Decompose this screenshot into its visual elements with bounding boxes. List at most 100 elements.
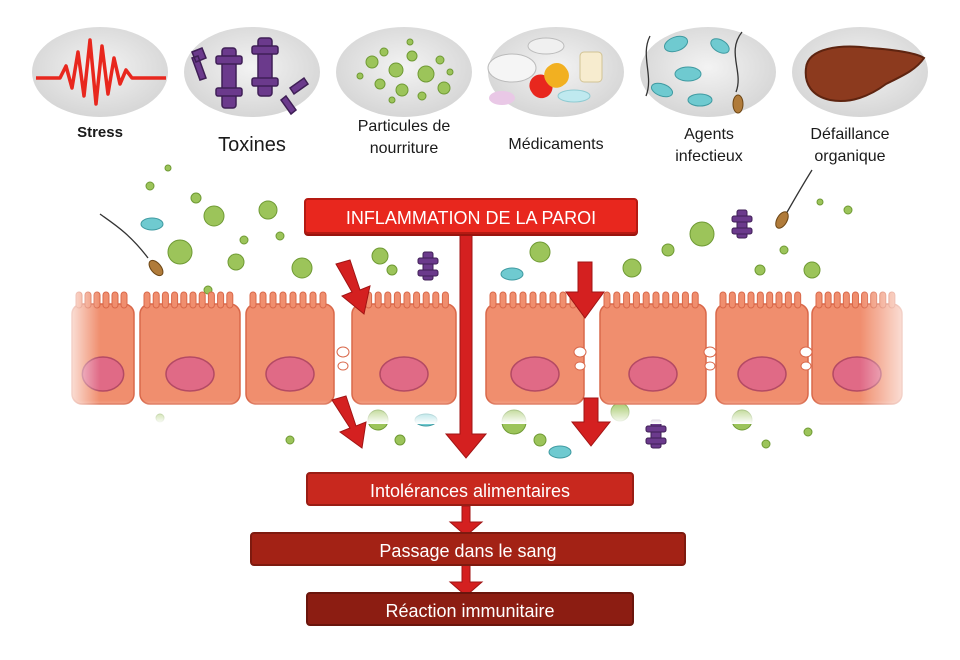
food-particle [285,435,295,445]
cell-nucleus [510,356,560,392]
epithelial-cell [351,291,457,405]
food-particle [291,257,313,279]
food-particle [533,433,547,447]
food-particle [227,253,245,271]
cause-infectieux [640,27,776,117]
food-particle [843,205,853,215]
label-line: Agents [684,126,734,143]
stress-wave-icon [36,38,166,106]
food-particle [386,264,398,276]
step-reaction-immunitaire: Réaction immunitaire [306,592,634,626]
cause-food [336,27,472,117]
cause-stress [32,27,168,117]
arrow-down-right-top [565,261,605,319]
toxin-molecule-icon [191,37,310,116]
label-line: Défaillance [810,126,890,143]
pills-icon [487,37,603,105]
step-label: Passage dans le sang [379,541,557,561]
food-particle [164,164,172,172]
food-particle [239,235,249,245]
step-label: Intolérances alimentaires [369,481,571,501]
food-particle [661,243,675,257]
toxin-particle [731,209,753,239]
bacterium [140,217,164,231]
label-line: Toxines [218,134,286,156]
food-particle [258,200,278,220]
cause-defaillance [792,27,928,117]
food-particle [275,231,285,241]
cause-label-toxines: Toxines [192,134,312,156]
inflammation-box: INFLAMMATION DE LA PAROI [304,198,638,234]
cell-nucleus [737,356,787,392]
food-particle [761,439,771,449]
parasite-tail [99,213,149,259]
food-particle [754,264,766,276]
cell-nucleus [379,356,429,392]
label-line: Particules de [357,118,451,135]
cause-medicaments [487,27,624,117]
step-passage-sang: Passage dans le sang [250,532,686,566]
food-particle [529,241,551,263]
tight-junction-gap [573,346,587,358]
label-line: nourriture [369,140,439,157]
tight-junction-gap [574,361,586,371]
food-particle [779,245,789,255]
food-particle [371,247,389,265]
epithelial-cell [485,291,585,405]
cell-nucleus [165,356,215,392]
tight-junction-gap [703,346,717,358]
fade-bottom [60,400,920,424]
food-particles-icon [356,38,454,104]
food-particle [803,261,821,279]
arrow-step1-to-step2 [448,505,484,537]
cause-label-stress: Stress [50,122,150,144]
label-line: infectieux [675,148,743,165]
cell-nucleus [628,356,678,392]
icon-backdrop [336,27,472,117]
tight-junction-gap [337,361,349,371]
parasite-tail [785,169,813,215]
cause-label-defaillance: Défaillance organique [790,124,910,168]
cause-toxines [184,27,320,117]
arrow-down-left-top [335,259,371,315]
arrow-center-main [444,227,488,459]
food-particle [145,181,155,191]
step-intolerances: Intolérances alimentaires [306,472,634,506]
tight-junction-gap [799,346,813,358]
cause-label-food: Particules de nourriture [334,116,474,160]
epithelial-cell [139,291,241,405]
epithelial-cell [245,291,335,405]
bacterium [548,445,572,459]
food-particle [622,258,642,278]
inflammation-arrows [331,227,612,597]
cell-nucleus [265,356,315,392]
inflammation-box-label: INFLAMMATION DE LA PAROI [345,208,597,228]
epithelial-cell [715,291,809,405]
label-line: Médicaments [508,136,604,153]
food-particle [803,427,813,437]
epithelial-cell [599,291,707,405]
food-particle [689,221,715,247]
fade-right [860,280,920,420]
food-particle [816,198,824,206]
label-line: Stress [77,124,123,141]
label-line: organique [814,148,886,165]
toxin-particle [417,251,439,281]
intestinal-wall [71,291,903,405]
bacteria-icon [645,31,744,114]
liver-icon [804,45,926,102]
tight-junction-gap [336,346,350,358]
food-particle [167,239,193,265]
step-label: Réaction immunitaire [385,601,555,621]
fade-left [60,280,100,420]
arrow-down-right-bottom [570,397,612,447]
cause-label-medicaments: Médicaments [486,134,626,156]
cause-label-infectieux: Agents infectieux [654,124,764,168]
food-particle [203,205,225,227]
food-particle [394,434,406,446]
tight-junction-gap [704,361,716,371]
food-particle [190,192,202,204]
parasite-body [148,259,164,277]
